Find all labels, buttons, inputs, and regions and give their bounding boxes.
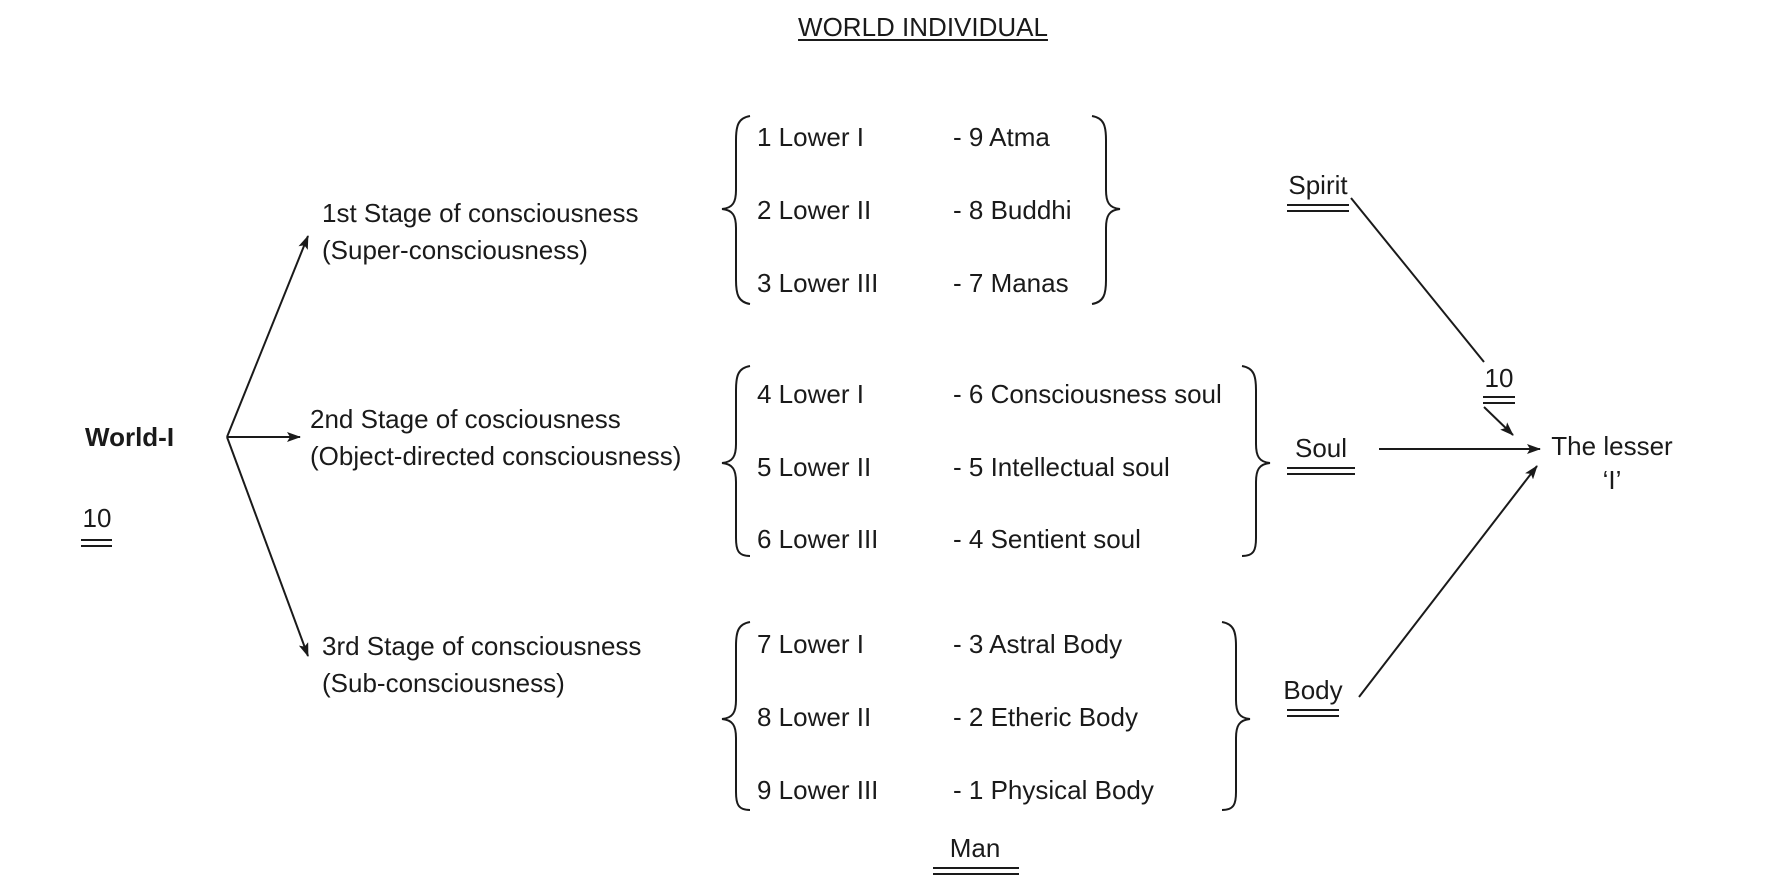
arrow-body-to-target <box>1358 465 1538 698</box>
right-brace-stage-2 <box>1241 365 1271 557</box>
row-3-lower: 3 Lower III <box>757 268 879 298</box>
row-9-lower: 9 Lower III <box>757 775 879 805</box>
row-8-lower: 8 Lower II <box>757 702 872 732</box>
target-number-double-underline <box>1483 396 1515 404</box>
row-7-lower: 7 Lower I <box>757 629 864 659</box>
row-6-lower: 6 Lower III <box>757 524 879 554</box>
stage-3-name: 3rd Stage of consciousness <box>322 631 642 661</box>
row-6-higher: - 4 Sentient soul <box>953 524 1141 554</box>
stage-1-subtitle: (Super-consciousness) <box>322 235 588 265</box>
row-2-lower: 2 Lower II <box>757 195 872 225</box>
row-4-lower: 4 Lower I <box>757 379 864 409</box>
stage-2-name: 2nd Stage of cosciousness <box>310 404 621 434</box>
left-brace-stage-3 <box>721 621 751 811</box>
row-7-higher: - 3 Astral Body <box>953 629 1123 659</box>
stage-3-subtitle: (Sub-consciousness) <box>322 668 565 698</box>
arrow-to-stage-1 <box>226 235 309 438</box>
soul-double-underline <box>1287 467 1355 475</box>
target-number: 10 <box>1484 363 1514 393</box>
world-i-number: 10 <box>82 503 112 533</box>
row-3-higher: - 7 Manas <box>953 268 1069 298</box>
diagram-title: WORLD INDIVIDUAL <box>798 12 1048 42</box>
target-label-line2: ‘I’ <box>1602 465 1622 495</box>
group-soul-label: Soul <box>1294 433 1348 463</box>
right-brace-stage-3 <box>1221 621 1251 811</box>
row-4-higher: - 6 Consciousness soul <box>953 379 1222 409</box>
group-body-label: Body <box>1283 675 1343 705</box>
stage-2-subtitle: (Object-directed consciousness) <box>310 441 682 471</box>
body-double-underline <box>1287 709 1339 717</box>
row-8-higher: - 2 Etheric Body <box>953 702 1138 732</box>
line-spirit-to-ten <box>1350 197 1485 363</box>
world-i-label: World-I <box>85 422 175 452</box>
row-2-higher: - 8 Buddhi <box>953 195 1072 225</box>
spirit-double-underline <box>1287 204 1349 212</box>
man-label: Man <box>949 833 1001 863</box>
arrow-ten-to-target <box>1483 406 1514 436</box>
group-spirit-label: Spirit <box>1288 170 1348 200</box>
target-label-line1: The lesser <box>1551 431 1673 461</box>
row-1-lower: 1 Lower I <box>757 122 864 152</box>
arrow-to-stage-3 <box>226 436 309 657</box>
left-brace-stage-2 <box>721 365 751 557</box>
row-5-lower: 5 Lower II <box>757 452 872 482</box>
row-9-higher: - 1 Physical Body <box>953 775 1154 805</box>
stage-1-name: 1st Stage of consciousness <box>322 198 639 228</box>
right-brace-stage-1 <box>1091 115 1121 305</box>
left-brace-stage-1 <box>721 115 751 305</box>
row-5-higher: - 5 Intellectual soul <box>953 452 1170 482</box>
man-double-underline <box>933 867 1019 875</box>
world-i-number-double-underline <box>81 539 112 547</box>
row-1-higher: - 9 Atma <box>953 122 1050 152</box>
